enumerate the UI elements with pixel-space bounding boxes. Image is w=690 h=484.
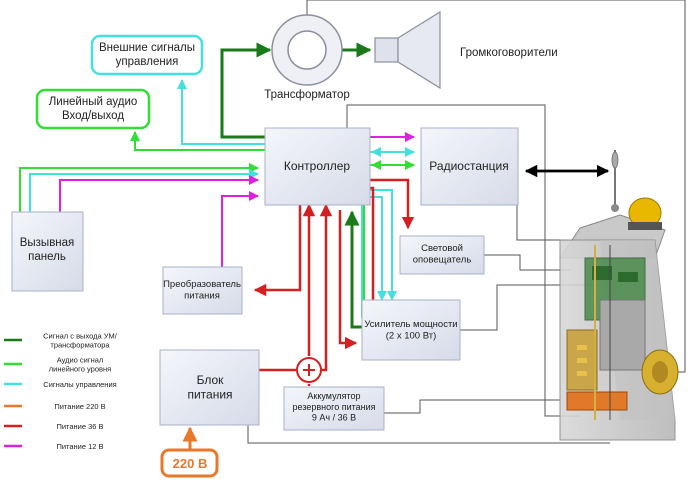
legend-item: Питание 220 В [4, 402, 106, 411]
legend-item: Сигнал с выхода УМ/трансформатора [4, 332, 118, 350]
legend-label: Питание 220 В [54, 402, 105, 411]
controller-box: Контроллер [264, 127, 371, 206]
radio-box: Радиостанция [420, 127, 519, 206]
connections [220, 42, 372, 329]
radio-label: Радиостанция [429, 159, 508, 173]
power-junction [296, 357, 322, 383]
legend-item: Питание 36 В [4, 422, 104, 431]
legend-label: Сигнал с выхода УМ/трансформатора [43, 332, 118, 350]
transformer-label: Трансформатор [264, 89, 350, 101]
mains-box: 220 В [160, 448, 219, 478]
speaker-icon [374, 10, 441, 90]
amplifier-box: Усилитель мощности(2 x 100 Вт) [361, 299, 461, 361]
transformer-icon [271, 14, 343, 86]
legend-label: Питание 12 В [56, 442, 103, 451]
mains-label: 220 В [173, 456, 208, 471]
cabinet-illustration [559, 150, 679, 441]
controller-label: Контроллер [284, 159, 351, 173]
legend-label: Сигналы управления [43, 380, 116, 389]
legend-item: Сигналы управления [4, 380, 117, 389]
amplifier-label: Усилитель мощности(2 x 100 Вт) [364, 319, 457, 341]
legend-item: Питание 12 В [4, 442, 104, 451]
speakers-label: Громкоговорители [460, 47, 558, 59]
legend-label: Питание 36 В [56, 422, 103, 431]
